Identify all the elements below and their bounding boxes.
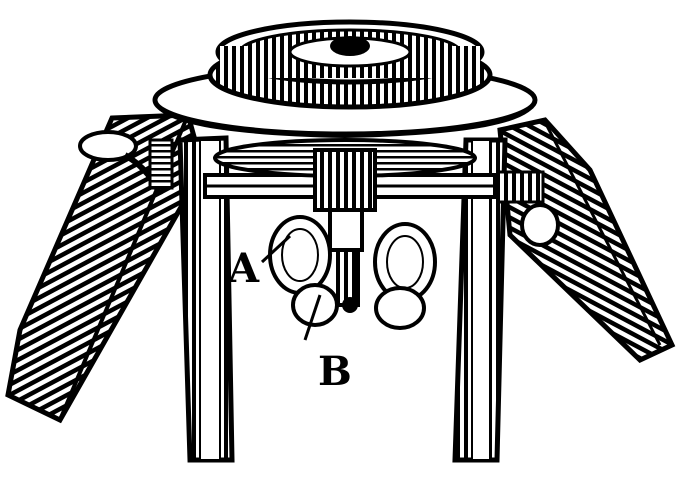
wing-nut xyxy=(268,215,437,330)
plumb-hook xyxy=(328,208,364,313)
hub xyxy=(213,138,477,212)
leader-lines xyxy=(260,234,322,341)
tripod-leg-center-right xyxy=(452,137,508,463)
label-a: A xyxy=(227,245,260,292)
label-b: B xyxy=(318,348,352,395)
drum-wheel xyxy=(207,19,493,110)
clamp-screw-left xyxy=(78,130,174,197)
tripod-leg-center-left xyxy=(177,135,235,463)
clamp-screw-right xyxy=(496,170,560,247)
